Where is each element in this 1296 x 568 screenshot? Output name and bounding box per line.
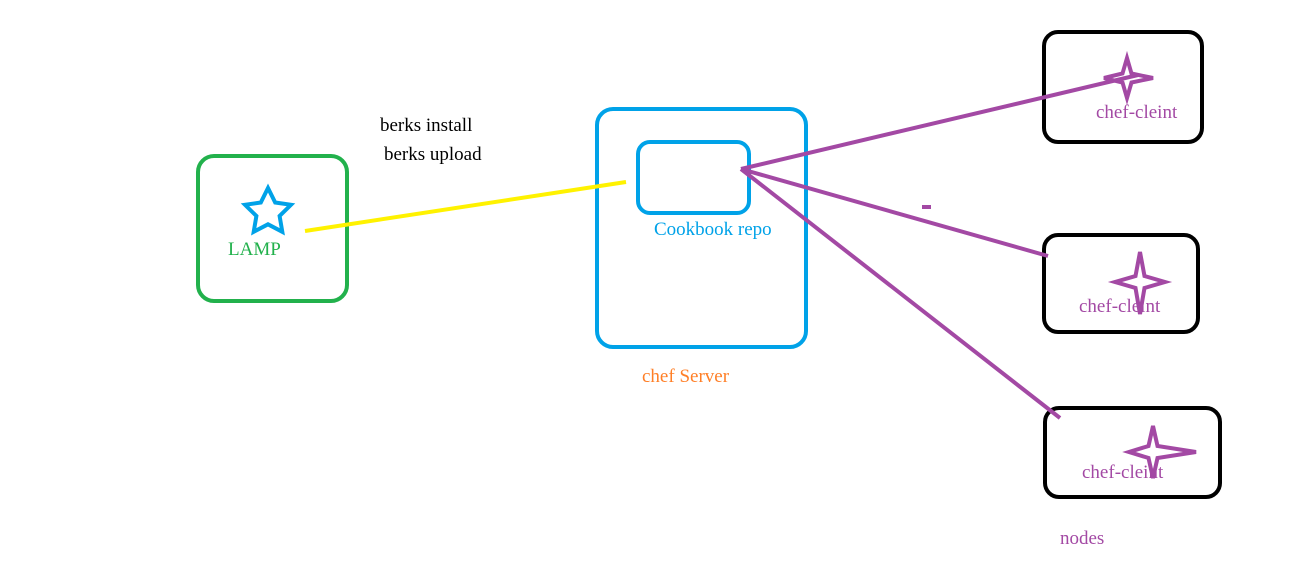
node-connector-3 [739,167,1062,420]
cookbook-repo-box [636,140,751,215]
node-connector-1 [740,73,1139,171]
node-box-1 [1042,30,1204,144]
node-label-1: chef-cleint [1096,102,1178,123]
node-box-3 [1043,406,1222,499]
lamp-label: LAMP [228,239,281,260]
sparkle-icon [1122,425,1197,479]
chef-server-box [595,107,808,349]
node-connector-2 [740,167,1049,258]
cookbook-repo-label: Cookbook repo [654,219,772,240]
berks-upload-label: berks upload [384,144,482,165]
berks-install-label: berks install [380,115,473,136]
node-box-2 [1042,233,1200,334]
chef-server-label: chef Server [642,366,730,387]
star-icon [240,183,296,236]
upload-connector [304,180,627,233]
nodes-group-label: nodes [1060,528,1105,549]
lamp-box [196,154,349,303]
sparkle-icon [1103,50,1154,106]
sparkle-icon [1107,251,1173,315]
node-label-2: chef-cleint [1079,296,1161,317]
node-label-3: chef-cleint [1082,462,1164,483]
